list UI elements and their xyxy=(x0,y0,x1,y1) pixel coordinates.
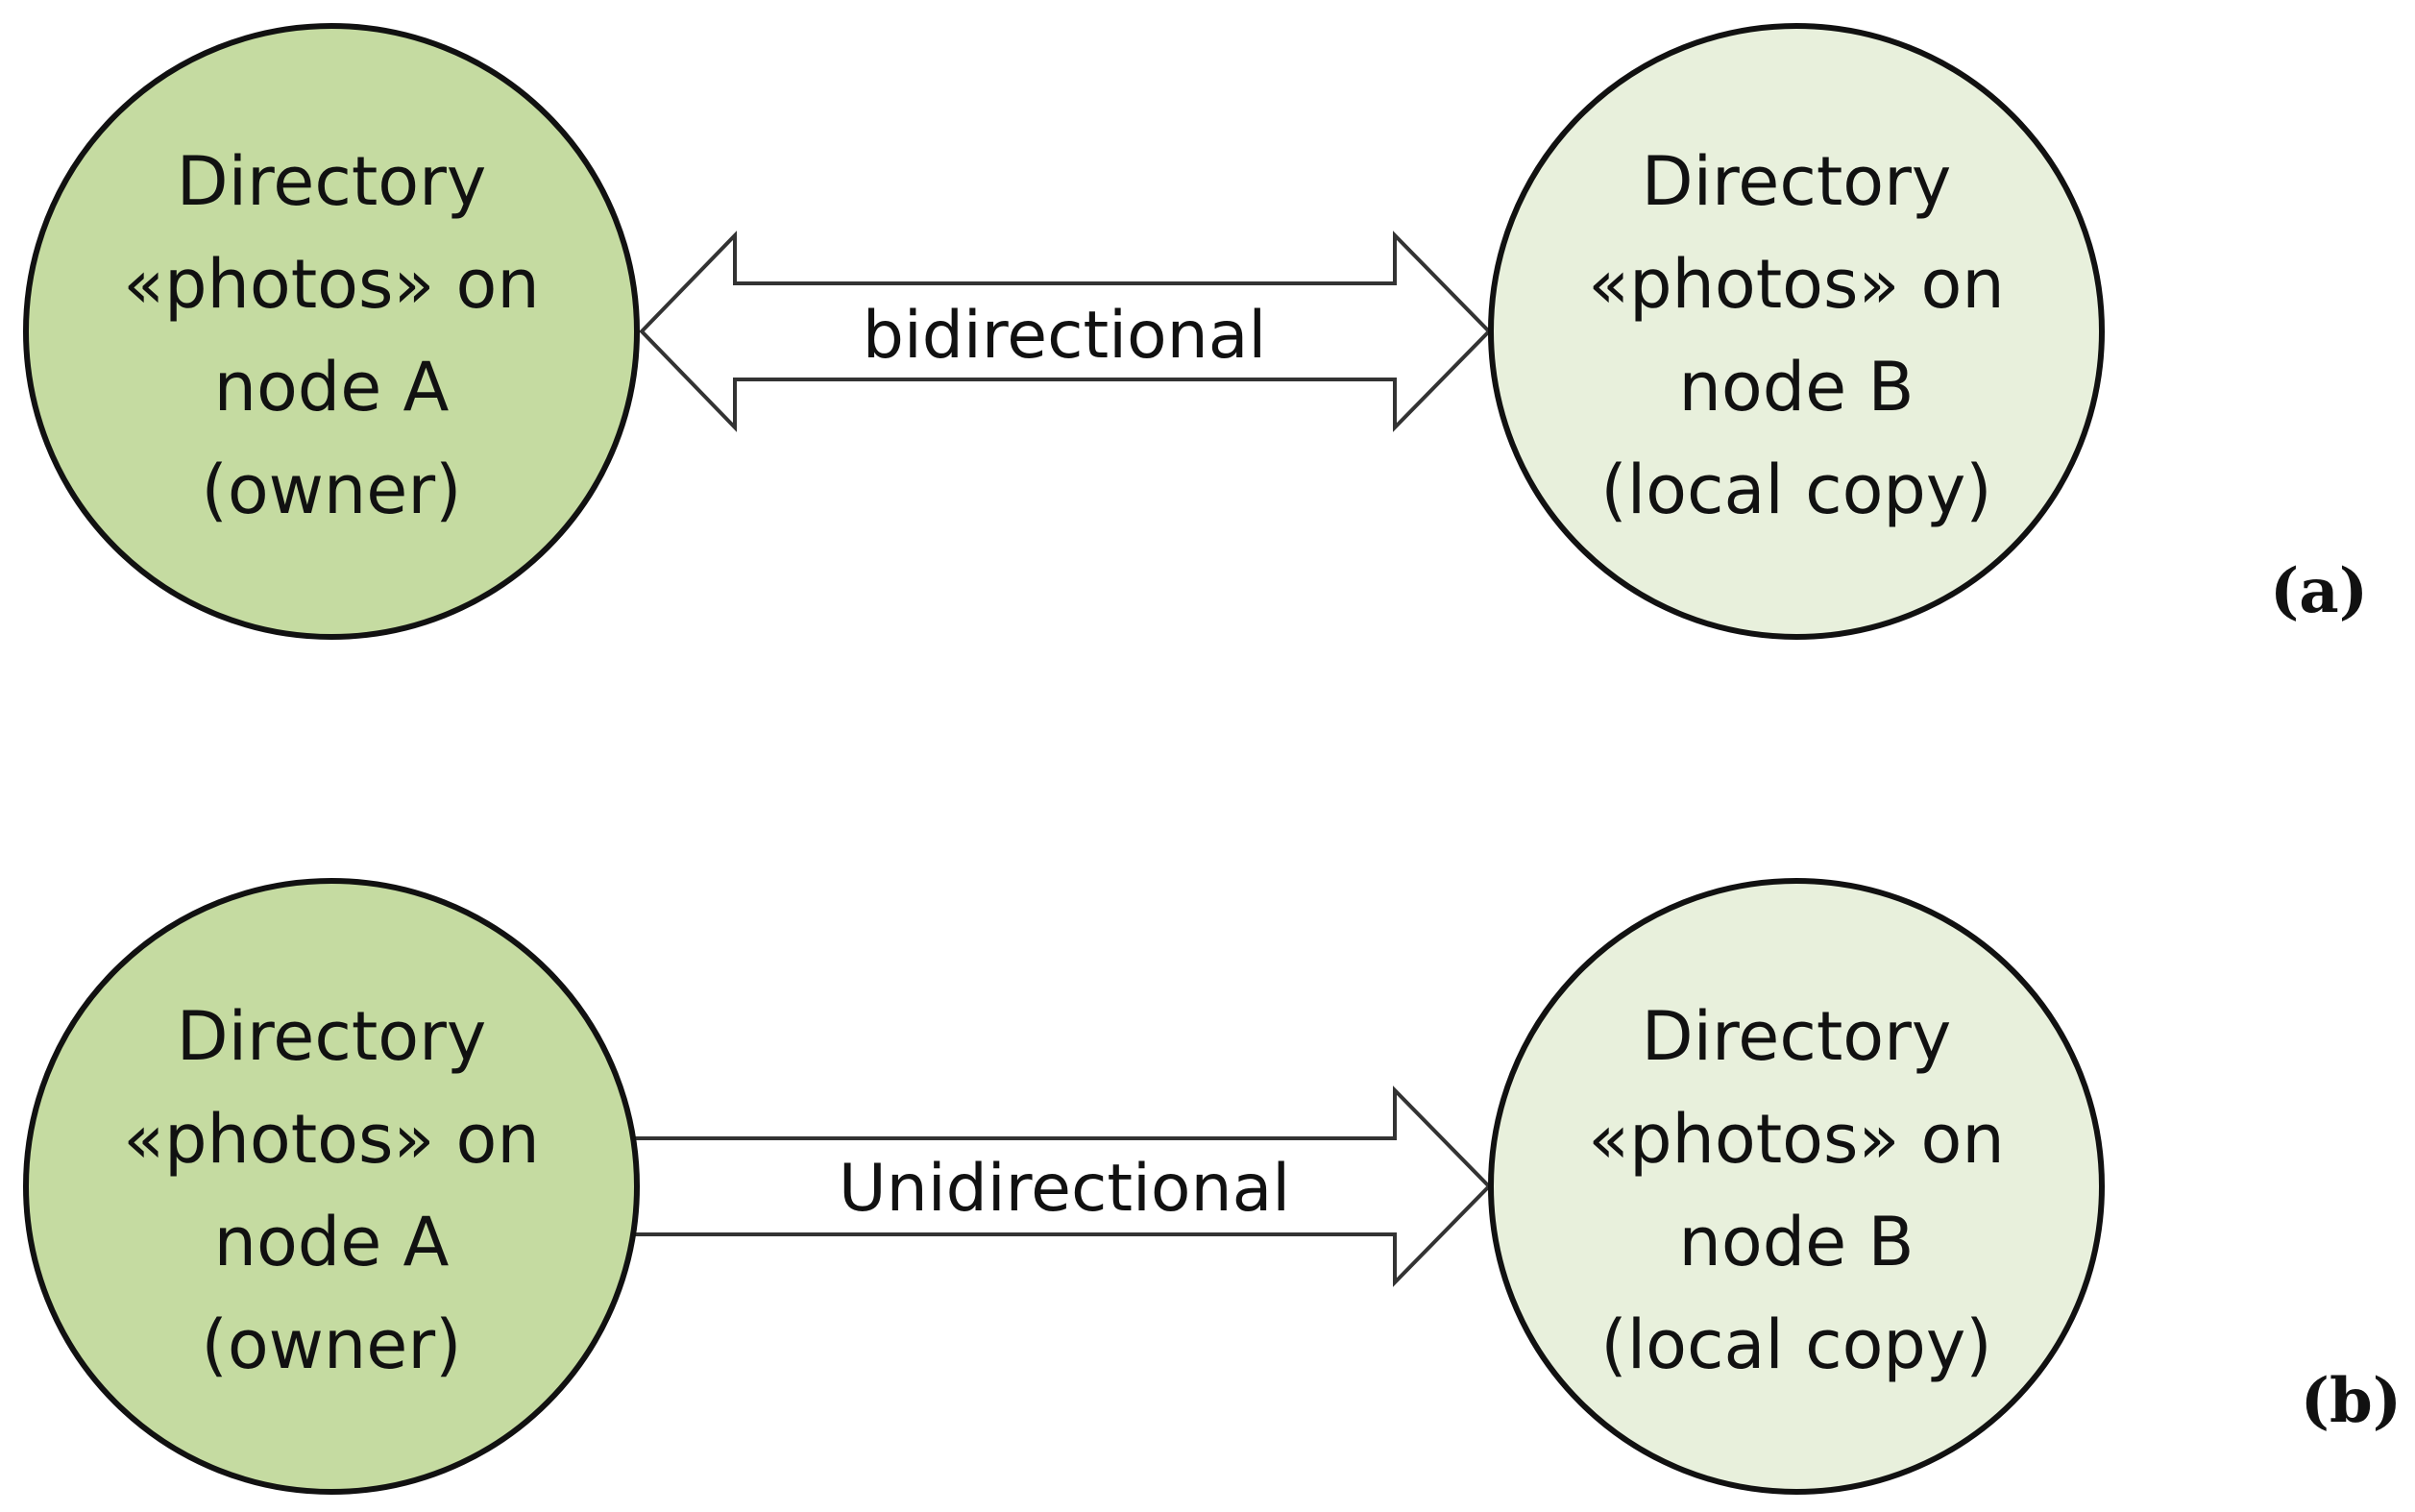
node-a-line1: Directory xyxy=(177,142,487,221)
node-b-circle xyxy=(1488,878,2105,1495)
node-b: Directory «photos» on node B (local copy… xyxy=(1488,878,2105,1495)
node-b-circle xyxy=(1488,23,2105,640)
arrow-label: Unidirectional xyxy=(839,1151,1290,1227)
node-b-line2: «photos» on xyxy=(1588,245,2004,324)
node-a-line3: node A xyxy=(214,1203,450,1281)
node-a-circle xyxy=(23,23,640,640)
node-b: Directory «photos» on node B (local copy… xyxy=(1488,23,2105,640)
node-b-line1: Directory xyxy=(1642,142,1952,221)
node-b-line2: «photos» on xyxy=(1588,1100,2004,1179)
node-a-line1: Directory xyxy=(177,997,487,1076)
node-a-line4: (owner) xyxy=(202,451,462,529)
node-b-line4: (local copy) xyxy=(1600,451,1991,529)
node-a: Directory «photos» on node A (owner) xyxy=(23,878,640,1495)
unidirectional-arrow xyxy=(632,1085,1492,1287)
node-b-line1: Directory xyxy=(1642,997,1952,1076)
node-a-line3: node A xyxy=(214,348,450,427)
arrow-label: bidirectional xyxy=(863,298,1267,374)
node-b-line3: node B xyxy=(1679,1203,1915,1281)
panel-label-a: (a) xyxy=(2270,555,2368,627)
node-a-circle xyxy=(23,878,640,1495)
node-a-line4: (owner) xyxy=(202,1305,462,1384)
panel-label-b: (b) xyxy=(2301,1365,2402,1437)
node-a: Directory «photos» on node A (owner) xyxy=(23,23,640,640)
node-a-line2: «photos» on xyxy=(123,1100,539,1179)
node-b-line4: (local copy) xyxy=(1600,1305,1991,1384)
panel-b: Unidirectional Directory «photos» on nod… xyxy=(23,878,2402,1495)
panel-a: bidirectional Directory «photos» on node… xyxy=(23,23,2368,640)
node-a-line2: «photos» on xyxy=(123,245,539,324)
node-b-line3: node B xyxy=(1679,348,1915,427)
